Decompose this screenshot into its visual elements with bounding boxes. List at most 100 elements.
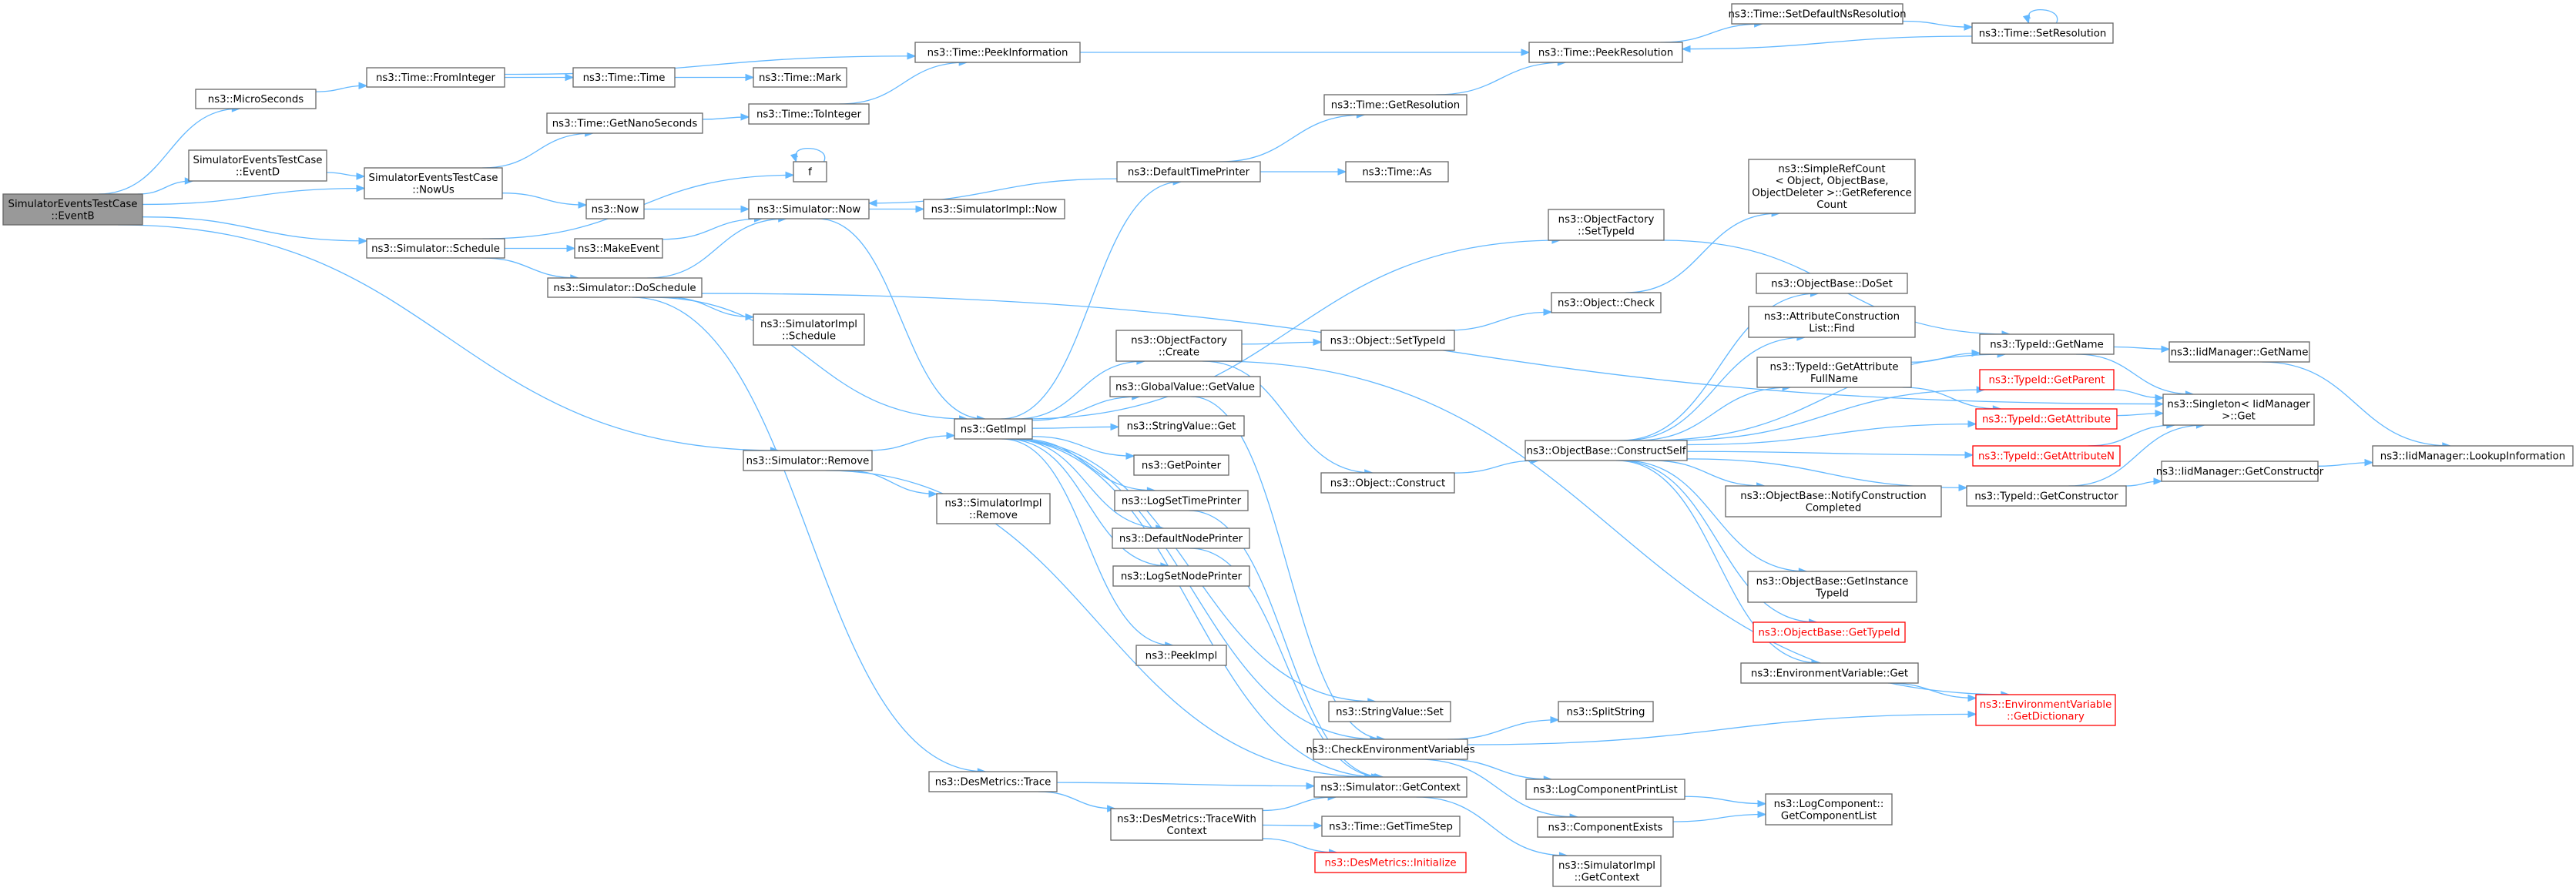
edge-line xyxy=(1416,796,1568,856)
node-typeid-getname[interactable]: ns3::TypeId::GetName xyxy=(1979,333,2115,355)
node-label-line: ns3::ObjectFactory xyxy=(1131,335,1227,347)
node-simulatorimpl-schedule[interactable]: ns3::SimulatorImpl::Schedule xyxy=(753,313,865,346)
node-simulatorimpl-getcontext[interactable]: ns3::SimulatorImpl::GetContext xyxy=(1552,855,1662,887)
node-objectbase-doset[interactable]: ns3::ObjectBase::DoSet xyxy=(1756,273,1908,294)
node-getpointer[interactable]: ns3::GetPointer xyxy=(1133,454,1229,476)
node-simulator-schedule[interactable]: ns3::Simulator::Schedule xyxy=(366,238,505,259)
node-globalvalue-getvalue[interactable]: ns3::GlobalValue::GetValue xyxy=(1109,376,1261,397)
node-typeid-getparent[interactable]: ns3::TypeId::GetParent xyxy=(1979,369,2115,390)
node-componentexists[interactable]: ns3::ComponentExists xyxy=(1537,816,1674,838)
node-box xyxy=(748,103,870,125)
node-iidmanager-getname[interactable]: ns3::IidManager::GetName xyxy=(2168,341,2310,363)
node-box xyxy=(1112,528,1250,549)
edge-line xyxy=(825,470,1373,778)
edge-typeid_getparent-to-singleton_get xyxy=(2110,389,2165,402)
edge-line xyxy=(1467,713,1977,745)
node-environmentvariable-getdictionary[interactable]: ns3::EnvironmentVariable::GetDictionary xyxy=(1975,694,2116,726)
node-eventd[interactable]: SimulatorEventsTestCase::EventD xyxy=(188,149,327,182)
edge-line xyxy=(1445,311,1552,331)
node-f[interactable]: f xyxy=(793,161,827,183)
node-time-as[interactable]: ns3::Time::As xyxy=(1345,161,1449,183)
node-logcomponent-getcomponentlist[interactable]: ns3::LogComponent::GetComponentList xyxy=(1765,793,1893,826)
node-desmetrics-initialize[interactable]: ns3::DesMetrics::Initialize xyxy=(1314,852,1467,873)
node-typeid-getattribute[interactable]: ns3::TypeId::GetAttribute xyxy=(1975,408,2118,430)
edge-line xyxy=(118,224,779,451)
node-time-time[interactable]: ns3::Time::Time xyxy=(572,67,676,88)
node-objectbase-gettypeid[interactable]: ns3::ObjectBase::GetTypeId xyxy=(1753,621,1906,643)
node-splitstring[interactable]: ns3::SplitString xyxy=(1558,701,1654,722)
node-time-peekinformation[interactable]: ns3::Time::PeekInformation xyxy=(914,42,1081,63)
node-label-line: ::Create xyxy=(1159,347,1199,358)
node-objectbase-notifyconstructioncompleted[interactable]: ns3::ObjectBase::NotifyConstructionCompl… xyxy=(1725,485,1942,518)
node-simulator-getcontext[interactable]: ns3::Simulator::GetContext xyxy=(1313,776,1467,798)
node-box xyxy=(1979,369,2115,390)
node-box xyxy=(366,238,505,259)
node-time-setdefaultnsresolution[interactable]: ns3::Time::SetDefaultNsResolution xyxy=(1728,3,1907,25)
node-label-line: ns3::EnvironmentVariable::Get xyxy=(1751,668,1908,680)
node-checkenvironmentvariables[interactable]: ns3::CheckEnvironmentVariables xyxy=(1306,739,1475,760)
node-defaultnodeprinter[interactable]: ns3::DefaultNodePrinter xyxy=(1112,528,1250,549)
node-iidmanager-getconstructor[interactable]: ns3::IidManager::GetConstructor xyxy=(2156,461,2324,482)
node-root[interactable]: SimulatorEventsTestCase::EventB xyxy=(2,193,143,226)
edge-componentexists-to-logcomponent_getcomponentlist xyxy=(1672,810,1767,822)
node-environmentvariable-get[interactable]: ns3::EnvironmentVariable::Get xyxy=(1740,662,1919,684)
node-box xyxy=(1756,273,1908,294)
node-label-line: ns3::SimulatorImpl xyxy=(760,319,857,330)
node-time-getresolution[interactable]: ns3::Time::GetResolution xyxy=(1323,94,1467,116)
node-logsettimeprinter[interactable]: ns3::LogSetTimePrinter xyxy=(1114,490,1249,511)
node-object-check[interactable]: ns3::Object::Check xyxy=(1551,292,1662,313)
node-makeevent[interactable]: ns3::MakeEvent xyxy=(574,238,663,259)
node-time-peekresolution[interactable]: ns3::Time::PeekResolution xyxy=(1528,42,1683,63)
node-stringvalue-get[interactable]: ns3::StringValue::Get xyxy=(1118,415,1245,437)
node-object-construct[interactable]: ns3::Object::Construct xyxy=(1320,472,1455,494)
edge-line xyxy=(1056,782,1315,787)
node-microseconds[interactable]: ns3::MicroSeconds xyxy=(195,89,317,109)
node-objectfactory-create[interactable]: ns3::ObjectFactory::Create xyxy=(1115,330,1243,362)
edge-line xyxy=(1447,719,1559,740)
node-box xyxy=(1328,701,1451,722)
node-label-line: ns3::ObjectBase::GetInstance xyxy=(1756,576,1909,588)
node-objectbase-constructself[interactable]: ns3::ObjectBase::ConstructSelf xyxy=(1524,440,1688,461)
node-simulatorimpl-remove[interactable]: ns3::SimulatorImpl::Remove xyxy=(936,493,1051,524)
node-label-line: ns3::IidManager::LookupInformation xyxy=(2380,451,2565,463)
node-box xyxy=(366,67,505,88)
node-nowus[interactable]: SimulatorEventsTestCase::NowUs xyxy=(364,167,503,199)
node-peekimpl[interactable]: ns3::PeekImpl xyxy=(1135,645,1227,666)
node-time-mark[interactable]: ns3::Time::Mark xyxy=(753,67,847,88)
node-time-getnanoseconds[interactable]: ns3::Time::GetNanoSeconds xyxy=(546,112,703,134)
node-iidmanager-lookupinformation[interactable]: ns3::IidManager::LookupInformation xyxy=(2372,445,2574,467)
node-object-settypeid[interactable]: ns3::Object::SetTypeId xyxy=(1320,330,1455,351)
node-singleton-get[interactable]: ns3::Singleton< IidManager>::Get xyxy=(2162,394,2315,426)
edge-line xyxy=(632,296,986,772)
edge-objectbase_constructself-to-objectbase_notifyconstructioncompleted xyxy=(1651,460,1766,490)
node-simulator-doschedule[interactable]: ns3::Simulator::DoSchedule xyxy=(547,277,703,298)
edge-time_tointeger-to-time_peekinformation xyxy=(839,59,968,105)
node-simplerefcount[interactable]: ns3::SimpleRefCount< Object, ObjectBase,… xyxy=(1748,159,1916,214)
node-desmetrics-trace[interactable]: ns3::DesMetrics::Trace xyxy=(928,771,1058,792)
node-typeid-getattributen[interactable]: ns3::TypeId::GetAttributeN xyxy=(1972,445,2121,467)
node-box xyxy=(1525,779,1685,800)
node-time-frominteger[interactable]: ns3::Time::FromInteger xyxy=(366,67,505,88)
edge-arrowhead xyxy=(566,244,576,253)
node-simulatorimpl-now[interactable]: ns3::SimulatorImpl::Now xyxy=(923,199,1065,219)
node-now[interactable]: ns3::Now xyxy=(585,199,645,219)
node-simulator-remove[interactable]: ns3::Simulator::Remove xyxy=(743,450,873,471)
node-time-tointeger[interactable]: ns3::Time::ToInteger xyxy=(748,103,870,125)
node-logsetnodeprinter[interactable]: ns3::LogSetNodePrinter xyxy=(1112,565,1250,587)
node-label-line: ns3::IidManager::GetConstructor xyxy=(2156,467,2324,478)
node-label-line: ns3::LogSetTimePrinter xyxy=(1122,496,1242,507)
node-defaulttimeprinter[interactable]: ns3::DefaultTimePrinter xyxy=(1116,161,1261,183)
node-logcomponentprintlist[interactable]: ns3::LogComponentPrintList xyxy=(1525,779,1685,800)
node-objectfactory-settypeid[interactable]: ns3::ObjectFactory::SetTypeId xyxy=(1548,209,1665,241)
node-time-gettimestep[interactable]: ns3::Time::GetTimeStep xyxy=(1321,816,1461,837)
edge-arrowhead xyxy=(1543,308,1553,317)
node-simulator-now[interactable]: ns3::Simulator::Now xyxy=(748,199,870,219)
node-stringvalue-set[interactable]: ns3::StringValue::Set xyxy=(1328,701,1451,722)
node-typeid-getconstructor[interactable]: ns3::TypeId::GetConstructor xyxy=(1966,485,2127,507)
node-getimpl[interactable]: ns3::GetImpl xyxy=(954,418,1033,440)
node-time-setresolution[interactable]: ns3::Time::SetResolution xyxy=(1971,22,2114,44)
